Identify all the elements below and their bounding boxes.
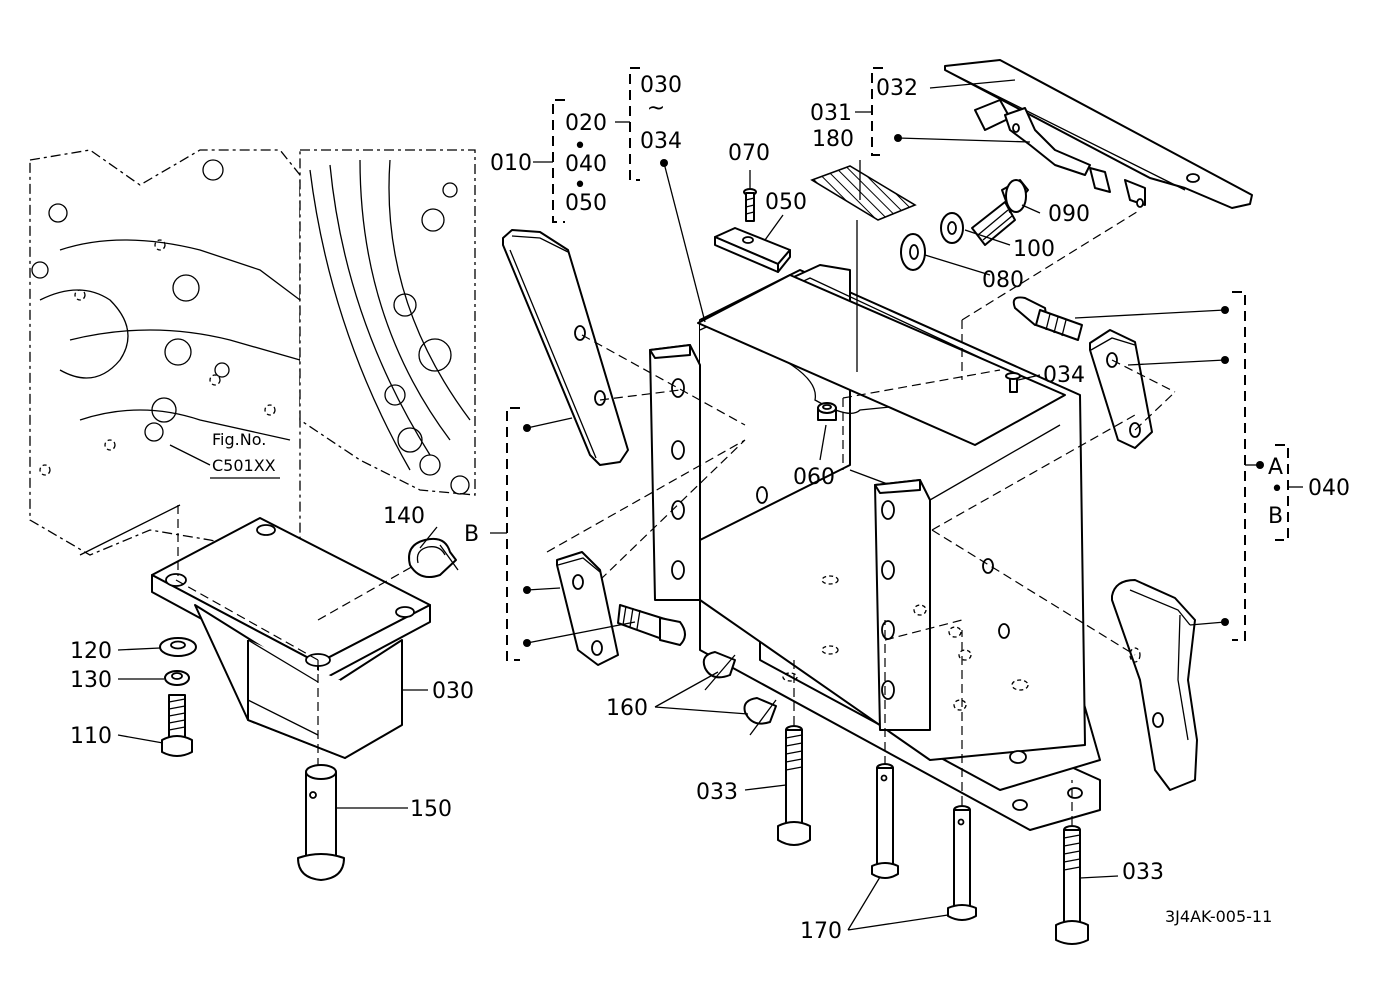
weight-bracket-010 [649,209,1141,831]
label-050-group: 050 [565,191,607,216]
hitch-plate-032 [944,59,1253,209]
dot-separator: • [1271,477,1284,502]
label-020: 020 [565,111,607,136]
label-031: 031 [810,101,852,126]
fig-no-label: Fig.No. [212,430,266,449]
washer-080 [900,233,926,271]
label-180: 180 [812,127,854,152]
arm-040-right [1111,579,1198,791]
label-130: 130 [70,668,112,693]
tilde-separator: ~ [647,96,665,121]
r-pin-160-upper [702,651,736,691]
label-b-left: B [464,522,479,547]
leader-lines [79,79,1226,931]
bolt-090 [971,179,1029,246]
label-160: 160 [606,696,648,721]
label-170: 170 [800,919,842,944]
bolt-a-right [1012,296,1083,341]
label-090: 090 [1048,202,1090,227]
label-plate-180 [810,165,917,221]
label-110: 110 [70,724,112,749]
snap-pin-140 [408,537,459,578]
label-034: 034 [1043,363,1085,388]
bracket-030 [151,505,446,770]
spring-washer-130 [164,670,190,686]
label-040-group: 040 [565,152,607,177]
label-033-right: 033 [1122,860,1164,885]
label-030-group: 030 [640,73,682,98]
leader-dots [523,134,1264,647]
r-pin-160-lower [743,697,777,736]
bolt-034 [1005,372,1021,393]
plate-a-right [931,329,1176,656]
label-brackets [490,67,1303,661]
label-120: 120 [70,639,112,664]
label-a: A [1268,455,1283,480]
label-140: 140 [383,504,425,529]
alignment-lines [793,619,1073,825]
label-060: 060 [793,465,835,490]
dot-separator: • [574,173,587,198]
label-b-right: B [1268,504,1283,529]
label-033-left: 033 [696,780,738,805]
label-010: 010 [490,151,532,176]
pin-170-right [947,805,977,921]
label-100: 100 [1013,237,1055,262]
part-labels: 010 020 • 040 • 050 030 ~ 034 031 032 07… [70,73,1350,944]
bolt-b-left [617,604,686,646]
washer-120 [159,637,197,657]
tractor-frame-background [29,149,476,561]
washer-100 [940,212,964,244]
nut-060 [817,402,837,421]
label-150: 150 [410,797,452,822]
fig-ref-label: C501XX [212,456,276,475]
screw-070 [743,188,757,222]
label-032: 032 [876,76,918,101]
drawing-code: 3J4AK-005-11 [1165,907,1272,926]
arm-040-left [502,229,746,581]
label-030: 030 [432,679,474,704]
bolt-033-right [1055,825,1089,945]
pin-150 [297,764,345,881]
plate-b-left [556,551,619,666]
dot-separator: • [574,134,587,159]
label-070: 070 [728,141,770,166]
label-080: 080 [982,268,1024,293]
label-050: 050 [765,190,807,215]
bolt-033-left [777,725,811,846]
clip-050 [714,227,791,273]
pin-170-left [871,763,899,879]
bolt-110 [161,694,193,757]
label-040: 040 [1308,476,1350,501]
label-034-group: 034 [640,129,682,154]
